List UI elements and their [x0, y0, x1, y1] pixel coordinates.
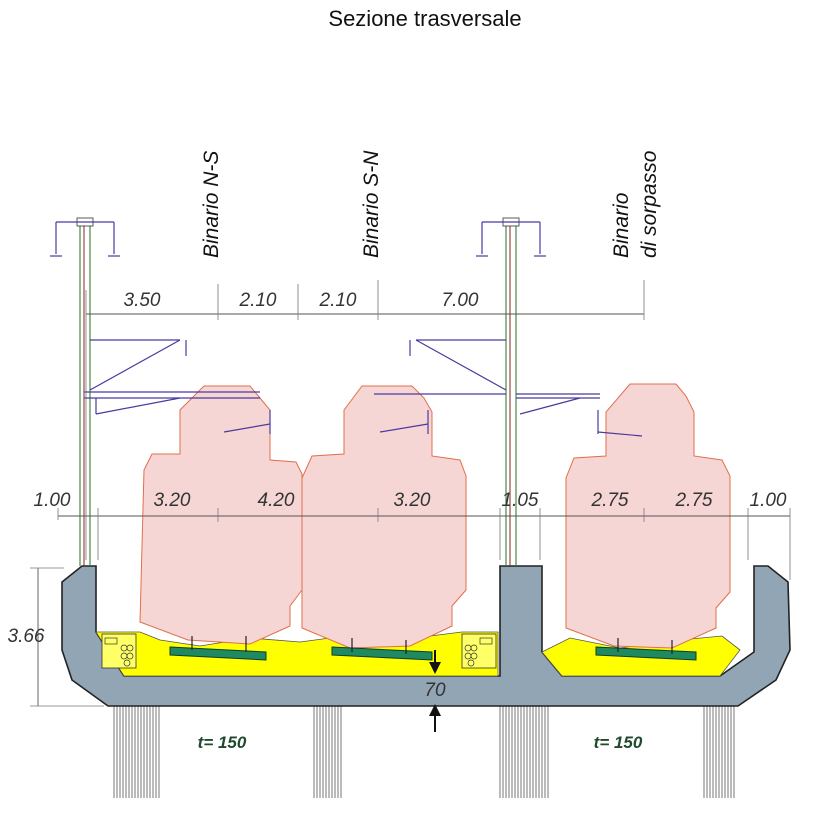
- piles: [113, 706, 735, 798]
- slab-thickness-label: 70: [424, 680, 446, 701]
- rails: [191, 636, 673, 654]
- dim-top-3: 2.10: [319, 290, 357, 311]
- dim-mid-7: 2.75: [675, 490, 713, 511]
- catenary-pole-center: [482, 217, 540, 566]
- gauge-track-sn: [301, 385, 467, 649]
- pile-right-1: [499, 706, 549, 798]
- top-insulators: [50, 222, 546, 257]
- pile-label-right: t= 150: [594, 733, 643, 752]
- sleeper-track-ns: [169, 646, 267, 661]
- pile-center: [313, 706, 342, 798]
- track-label-overtake-line2: di sorpasso: [638, 150, 661, 258]
- track-label-ns: Binario N-S: [200, 151, 223, 258]
- dim-mid-4: 3.20: [394, 490, 431, 511]
- ballast-left: [95, 631, 499, 677]
- pile-right-2: [703, 706, 735, 798]
- drawing-title: Sezione trasversale: [328, 6, 521, 31]
- dim-top-4: 7.00: [442, 290, 479, 311]
- cable-trough-right: [461, 633, 497, 669]
- pile-left: [113, 706, 160, 798]
- dim-top-2: 2.10: [239, 290, 277, 311]
- dim-mid-1: 1.00: [34, 490, 71, 511]
- pile-label-left: t= 150: [198, 733, 247, 752]
- cable-trough-left: [101, 633, 137, 669]
- dim-height: 3.66: [8, 626, 45, 647]
- dim-top-1: 3.50: [124, 290, 161, 311]
- dim-mid-5: 1.05: [502, 490, 539, 511]
- catenary-pole-left: [56, 217, 114, 566]
- dimension-lines: [30, 280, 791, 732]
- dim-mid-3: 4.20: [258, 490, 295, 511]
- dim-mid-6: 2.75: [591, 490, 629, 511]
- gauge-track-ns: [139, 385, 303, 645]
- sleeper-track-sn: [331, 646, 433, 661]
- cantilever-arms: [84, 339, 643, 437]
- dim-mid-8: 1.00: [750, 490, 787, 511]
- sleeper-track-overtake: [595, 646, 697, 661]
- dim-mid-2: 3.20: [154, 490, 191, 511]
- track-label-overtake-line1: Binario: [610, 192, 633, 258]
- track-label-sn: Binario S-N: [360, 150, 383, 258]
